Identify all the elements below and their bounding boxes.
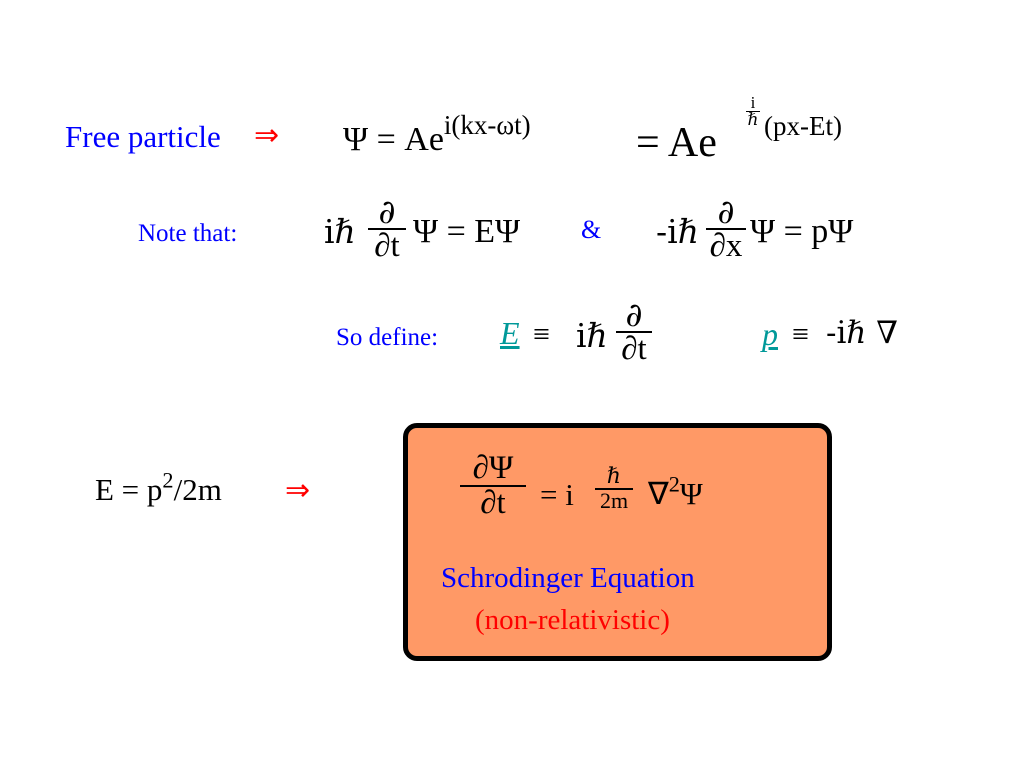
so-define-label: So define:: [336, 324, 439, 351]
note-that-label: Note that:: [138, 220, 238, 247]
psi-time-derivative: ∂Ψ ∂t: [460, 452, 526, 520]
momentum-operator-rhs: -iℏ ∇: [826, 315, 898, 351]
partial-t-denominator: ∂t: [374, 228, 400, 264]
momentum-form-lhs: = Ae: [636, 120, 717, 166]
define-i-hbar: iℏ: [576, 316, 608, 355]
non-relativistic-note: (non-relativistic): [475, 604, 670, 636]
momentum-eigen-equation: Ψ = pΨ: [750, 213, 854, 250]
exponent-tail: (px-Et): [764, 111, 842, 141]
free-particle-label: Free particle: [65, 119, 221, 154]
equivalence-symbol-2: ≡: [792, 318, 809, 351]
energy-tail: /2m: [173, 472, 222, 507]
schrodinger-box: [403, 423, 832, 661]
partial-numerator-x: ∂: [717, 192, 735, 231]
energy-lhs: E = p: [95, 472, 163, 507]
energy-operator: E: [500, 315, 520, 351]
implies-arrow-2: ⇒: [285, 474, 311, 507]
hbar-numerator: ℏ: [606, 464, 622, 489]
partial-numerator: ∂: [378, 192, 396, 231]
define-partial-t: ∂t: [621, 331, 647, 367]
exponent-denominator: ℏ: [747, 110, 759, 130]
exponent-fraction: i ℏ: [746, 94, 760, 129]
laplacian-squared: 2: [668, 471, 680, 497]
time-derivative-fraction: ∂ ∂t: [368, 195, 406, 263]
equals-i: = i: [540, 477, 574, 512]
space-derivative-fraction: ∂ ∂x: [706, 195, 746, 263]
ampersand: &: [581, 215, 602, 244]
laplacian-psi: ∇2Ψ: [648, 473, 703, 511]
plane-wave-exponent: i(kx-ωt): [443, 110, 531, 140]
define-partial-numerator: ∂: [625, 295, 643, 334]
equivalence-symbol: ≡: [533, 318, 550, 351]
implies-arrow: ⇒: [254, 119, 280, 152]
momentum-operator: p: [762, 316, 778, 352]
schrodinger-title: Schrodinger Equation: [441, 562, 695, 594]
kinetic-energy-relation: E = p2/2m: [95, 469, 222, 507]
box-psi: Ψ: [679, 476, 703, 511]
hbar-over-2m: ℏ 2m: [595, 466, 633, 512]
partial-t-box: ∂t: [480, 485, 506, 521]
define-time-derivative: ∂ ∂t: [616, 298, 652, 366]
plane-wave-equation: Ψ = Aei(kx-ωt): [343, 112, 531, 157]
two-m-denominator: 2m: [599, 488, 629, 513]
partial-psi-numerator: ∂Ψ: [472, 450, 514, 486]
energy-eigen-equation: Ψ = EΨ: [413, 213, 521, 250]
exponent-numerator: i: [750, 93, 756, 112]
i-hbar: iℏ: [324, 212, 356, 251]
partial-x-denominator: ∂x: [709, 228, 743, 264]
plane-wave-lhs: Ψ = Ae: [343, 121, 444, 158]
laplacian-symbol: ∇: [648, 476, 669, 511]
minus-i-hbar: -iℏ: [656, 212, 699, 251]
energy-squared: 2: [162, 467, 174, 493]
